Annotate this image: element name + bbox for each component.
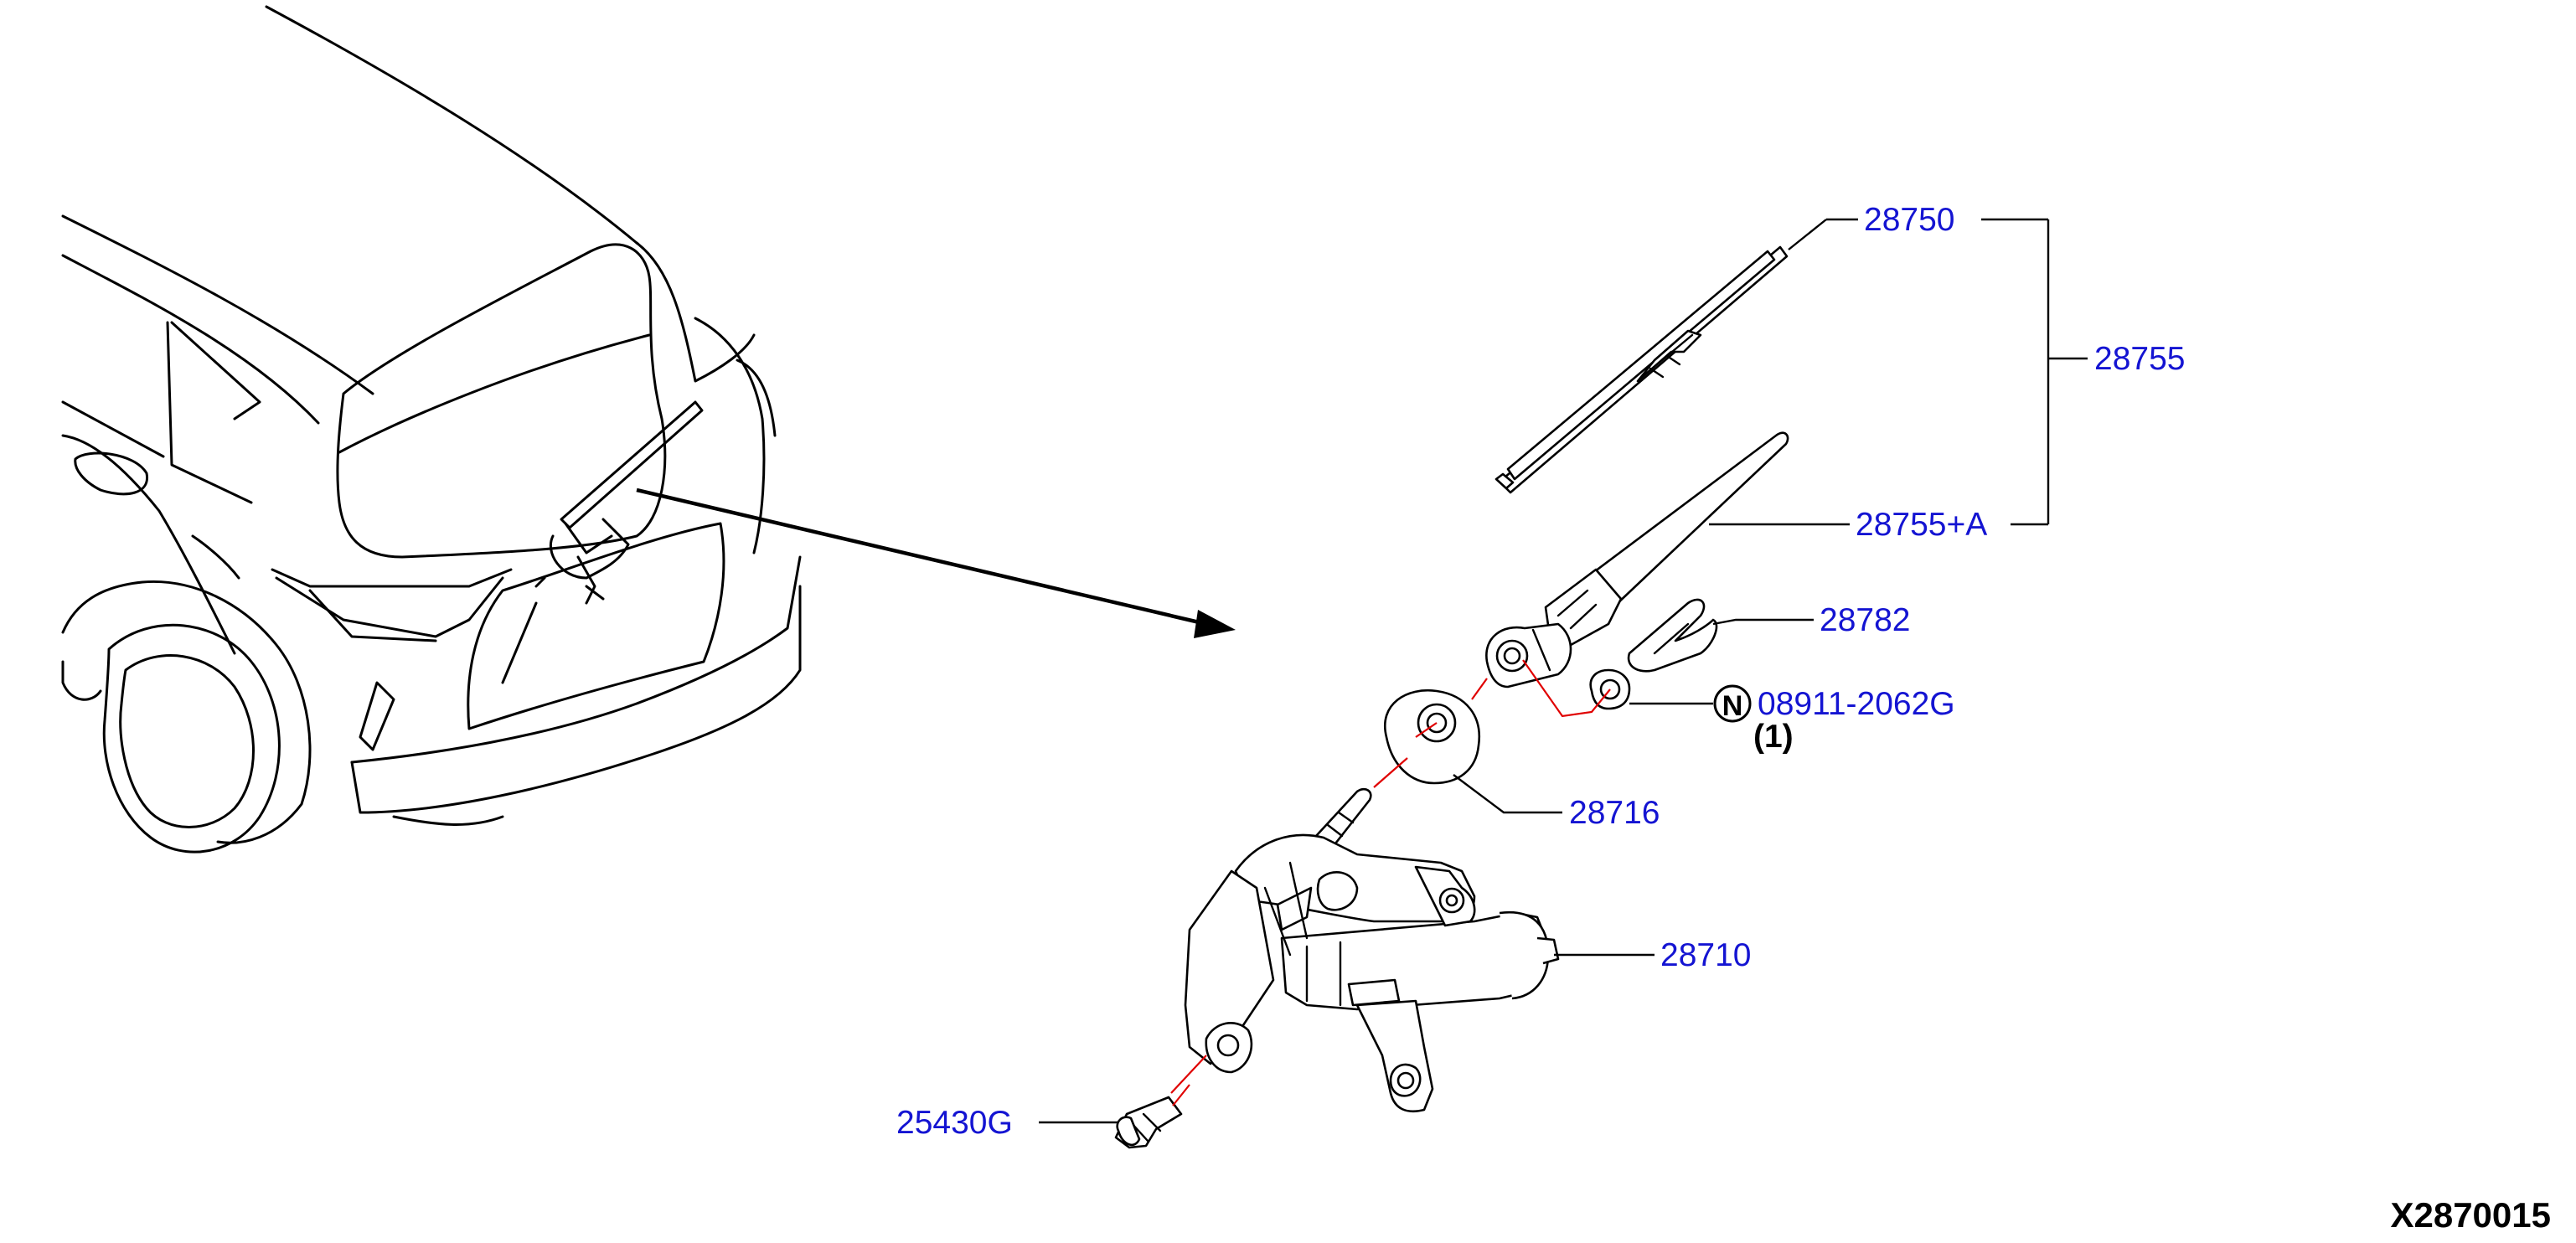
- part-number-08911-2062g[interactable]: 08911-2062G: [1758, 686, 1955, 722]
- part-number-25430g[interactable]: 25430G: [896, 1105, 1013, 1141]
- diagram-id: X2870015: [2390, 1195, 2551, 1235]
- part-number-28710[interactable]: 28710: [1660, 937, 1751, 973]
- part-number-28782[interactable]: 28782: [1820, 602, 1910, 638]
- wiper-arm-28755a: [1485, 431, 1789, 689]
- part-number-28750[interactable]: 28750: [1864, 202, 1954, 238]
- wiper-motor-28710: [1184, 787, 1560, 1113]
- svg-text:N: N: [1722, 690, 1743, 722]
- new-part-symbol: N: [1713, 684, 1752, 723]
- bolt-25430g: [1114, 1096, 1183, 1149]
- vehicle-illustration: [61, 5, 802, 854]
- pivot-cap-28782: [1627, 598, 1718, 673]
- quantity-08911-2062g: (1): [1753, 719, 1794, 755]
- leader-lines: [1039, 218, 2088, 1124]
- part-labels: 28750 28755 28755+A 28782 N 08911-2062G …: [896, 202, 2185, 1141]
- assembly-centerlines: [1170, 659, 1611, 1106]
- part-number-28755a[interactable]: 28755+A: [1856, 507, 1987, 543]
- part-number-28716[interactable]: 28716: [1569, 795, 1660, 831]
- part-number-28755[interactable]: 28755: [2094, 341, 2185, 377]
- wiper-blade-28750: [1494, 245, 1789, 494]
- detail-arrow: [636, 487, 1236, 638]
- seal-cap-28716: [1384, 689, 1481, 785]
